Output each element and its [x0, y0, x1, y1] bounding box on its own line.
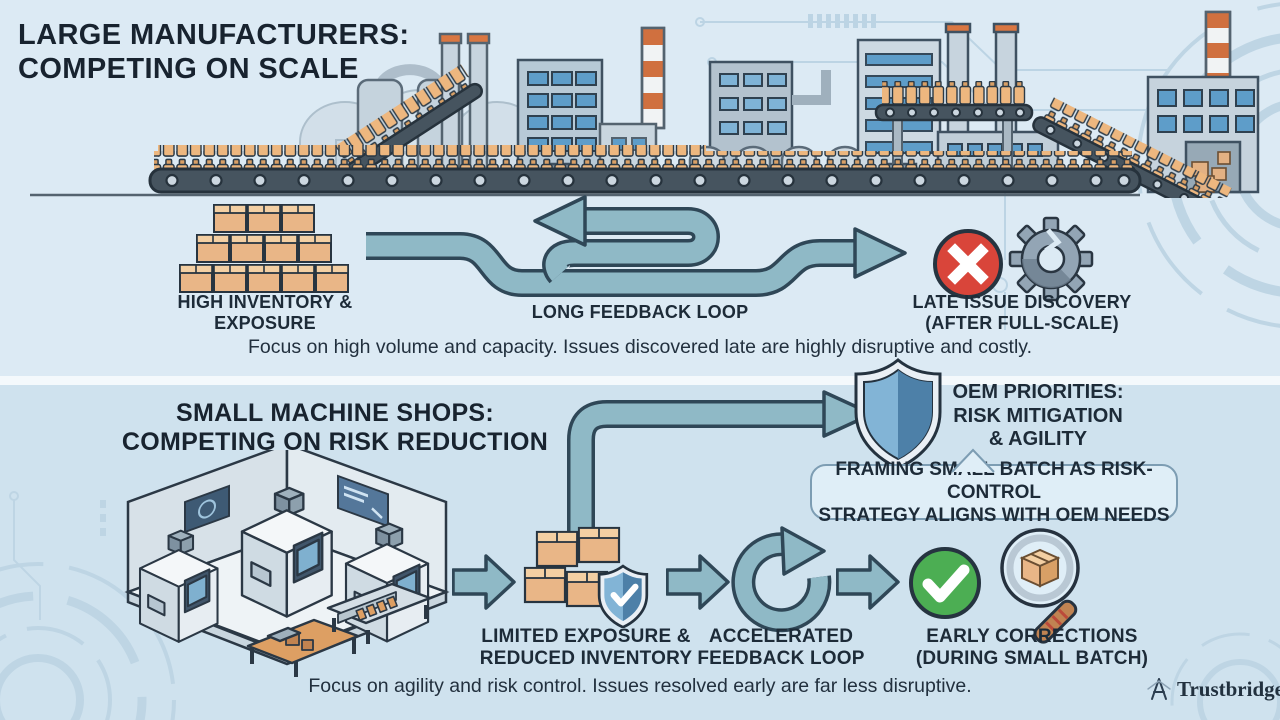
boxes-shield-check-icon	[523, 526, 649, 628]
callout-text: FRAMING SMALL BATCH AS RISK-CONTROL STRA…	[812, 458, 1176, 527]
circular-refresh-arrow-icon	[731, 526, 832, 633]
label-line: LATE ISSUE DISCOVERY	[912, 292, 1132, 312]
factory-illustration	[30, 10, 1260, 198]
label-line: & AGILITY	[988, 428, 1088, 450]
label-line: (AFTER FULL-SCALE)	[925, 313, 1119, 333]
callout-tail	[951, 448, 995, 473]
long-feedback-loop-arrow-icon	[366, 195, 907, 297]
label-high-inventory: HIGH INVENTORY & EXPOSURE	[155, 292, 375, 334]
bottom-caption: Focus on agility and risk control. Issue…	[308, 675, 972, 697]
broken-gear-icon	[1008, 216, 1094, 302]
callout-line: STRATEGY ALIGNS WITH OEM NEEDS	[818, 504, 1170, 526]
section-divider	[0, 376, 1280, 385]
title-line: COMPETING ON SCALE	[18, 53, 359, 85]
shield-icon	[854, 358, 942, 470]
right-arrow-icon	[666, 554, 730, 610]
success-check-icon	[909, 547, 981, 619]
trustbridge-logo-icon	[1147, 678, 1171, 700]
brand-logo: Trustbridge	[1146, 676, 1280, 702]
top-section-title: LARGE MANUFACTURERS: COMPETING ON SCALE	[18, 18, 409, 86]
title-line: LARGE MANUFACTURERS:	[18, 19, 410, 51]
label-line: EARLY CORRECTIONS	[926, 626, 1138, 647]
label-line: LIMITED EXPOSURE &	[481, 626, 691, 647]
label-line: RISK MITIGATION	[953, 404, 1123, 427]
label-accelerated-feedback: ACCELERATED FEEDBACK LOOP	[666, 626, 896, 670]
label-line: FEEDBACK LOOP	[697, 648, 865, 669]
right-arrow-icon	[836, 554, 900, 610]
magnifier-box-icon	[1000, 528, 1080, 644]
brand-name: Trustbridge	[1177, 676, 1280, 701]
label-line: EXPOSURE	[214, 313, 316, 333]
label-line: HIGH INVENTORY &	[177, 292, 353, 312]
label-line: ACCELERATED	[708, 626, 854, 647]
label-long-feedback-loop: LONG FEEDBACK LOOP	[528, 302, 752, 323]
label-late-issue-discovery: LATE ISSUE DISCOVERY (AFTER FULL-SCALE)	[908, 292, 1136, 334]
title-line: SMALL MACHINE SHOPS:	[175, 399, 495, 427]
right-arrow-icon	[452, 554, 516, 610]
label-oem-priorities: OEM PRIORITIES: RISK MITIGATION & AGILIT…	[945, 381, 1131, 452]
label-limited-exposure: LIMITED EXPOSURE & REDUCED INVENTORY	[468, 626, 704, 670]
callout-line: FRAMING SMALL BATCH AS RISK-CONTROL	[835, 458, 1153, 503]
elbow-arrow-to-shield	[567, 390, 874, 532]
title-line: COMPETING ON RISK REDUCTION	[121, 428, 549, 456]
label-line: OEM PRIORITIES:	[952, 381, 1124, 403]
bottom-section-title: SMALL MACHINE SHOPS: COMPETING ON RISK R…	[88, 399, 582, 457]
label-early-corrections: EARLY CORRECTIONS (DURING SMALL BATCH)	[910, 626, 1154, 670]
label-line: REDUCED INVENTORY	[479, 648, 693, 669]
machine-shop-illustration	[124, 450, 450, 677]
label-line: (DURING SMALL BATCH)	[915, 648, 1149, 669]
label-line: LONG FEEDBACK LOOP	[531, 302, 749, 322]
top-caption: Focus on high volume and capacity. Issue…	[247, 336, 1033, 358]
error-x-icon	[933, 229, 1003, 299]
inventory-boxes-icon	[179, 204, 349, 293]
callout-bubble: FRAMING SMALL BATCH AS RISK-CONTROL STRA…	[810, 459, 1178, 526]
